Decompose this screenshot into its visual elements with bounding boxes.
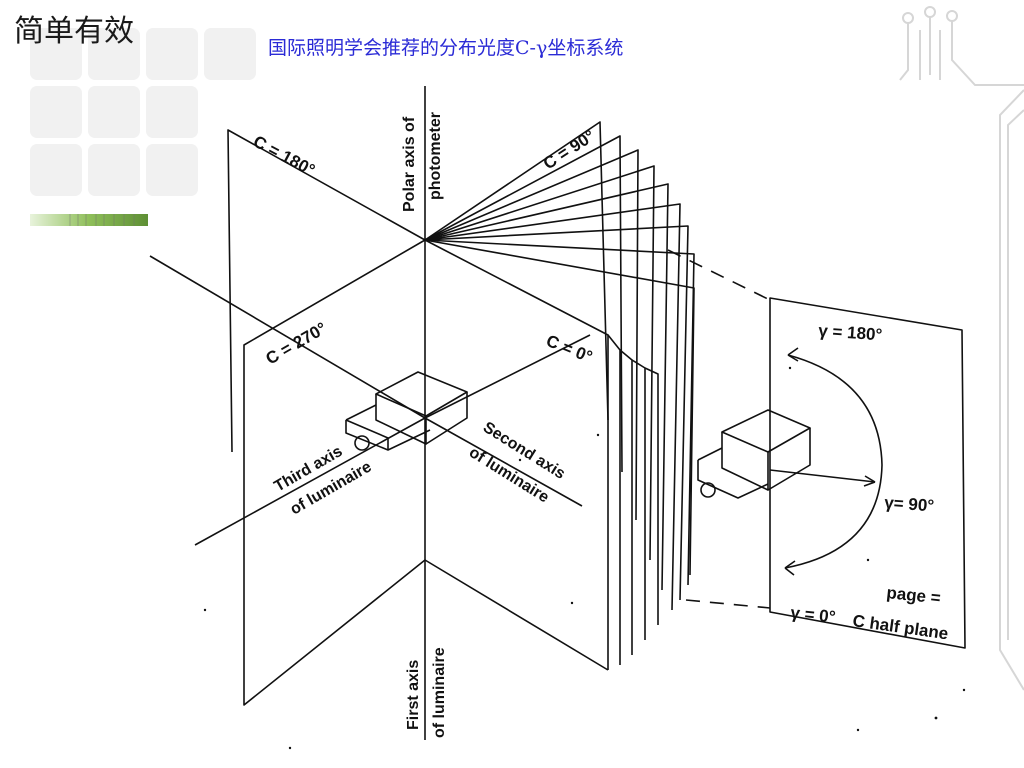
c0-axis-line — [424, 334, 591, 419]
luminaire-box-center — [345, 371, 468, 451]
third-axis-line — [194, 417, 426, 546]
background-tile — [88, 28, 140, 80]
label-first-axis-2: of luminaire — [431, 647, 448, 738]
background-tile — [30, 86, 82, 138]
label-polar-axis-2: photometer — [427, 112, 444, 200]
arc-arrowhead-bottom — [784, 560, 796, 576]
gamma90-arrowhead — [863, 475, 876, 487]
label-c270: C = 270° — [263, 319, 331, 369]
label-gamma90: γ= 90° — [884, 493, 935, 515]
dashed-guide-top — [667, 249, 771, 301]
background-tile — [88, 86, 140, 138]
label-page-2: C half plane — [851, 611, 949, 643]
background-tile — [146, 144, 198, 196]
header-brand-text: 简单有效 — [14, 14, 134, 49]
background-tile — [146, 28, 198, 80]
background-tile — [146, 86, 198, 138]
background-tile — [204, 28, 256, 80]
luminaire-axis-left — [149, 255, 426, 419]
scan-dots — [203, 366, 966, 750]
slide-title: 国际照明学会推荐的分布光度C-γ坐标系统 — [268, 37, 624, 59]
luminaire-box-right — [697, 409, 811, 499]
label-page-1: page = — [886, 583, 942, 608]
label-polar-axis-1: Polar axis of — [401, 116, 418, 212]
c-half-plane — [769, 297, 966, 649]
label-gamma0: γ = 0° — [790, 603, 837, 627]
second-axis-line — [424, 417, 583, 507]
background-tile — [30, 144, 82, 196]
c270-half-plane — [243, 239, 426, 706]
green-stripe-bar — [30, 214, 148, 226]
c180-half-plane — [227, 129, 426, 453]
c-plane-fan — [424, 121, 695, 670]
label-c180: C = 180° — [250, 132, 318, 180]
background-tile — [88, 144, 140, 196]
c0-half-plane-bottom — [424, 559, 609, 671]
circuit-decoration — [899, 6, 1024, 691]
background-tile — [30, 28, 82, 80]
label-c90: C = 90° — [540, 126, 599, 173]
arc-arrowhead-top — [787, 347, 799, 362]
label-gamma180: γ = 180° — [818, 321, 883, 344]
label-first-axis-1: First axis — [405, 660, 422, 730]
gamma90-arrow-line — [769, 469, 876, 483]
gamma-arc — [784, 354, 883, 569]
dashed-guide-bottom — [685, 599, 771, 609]
